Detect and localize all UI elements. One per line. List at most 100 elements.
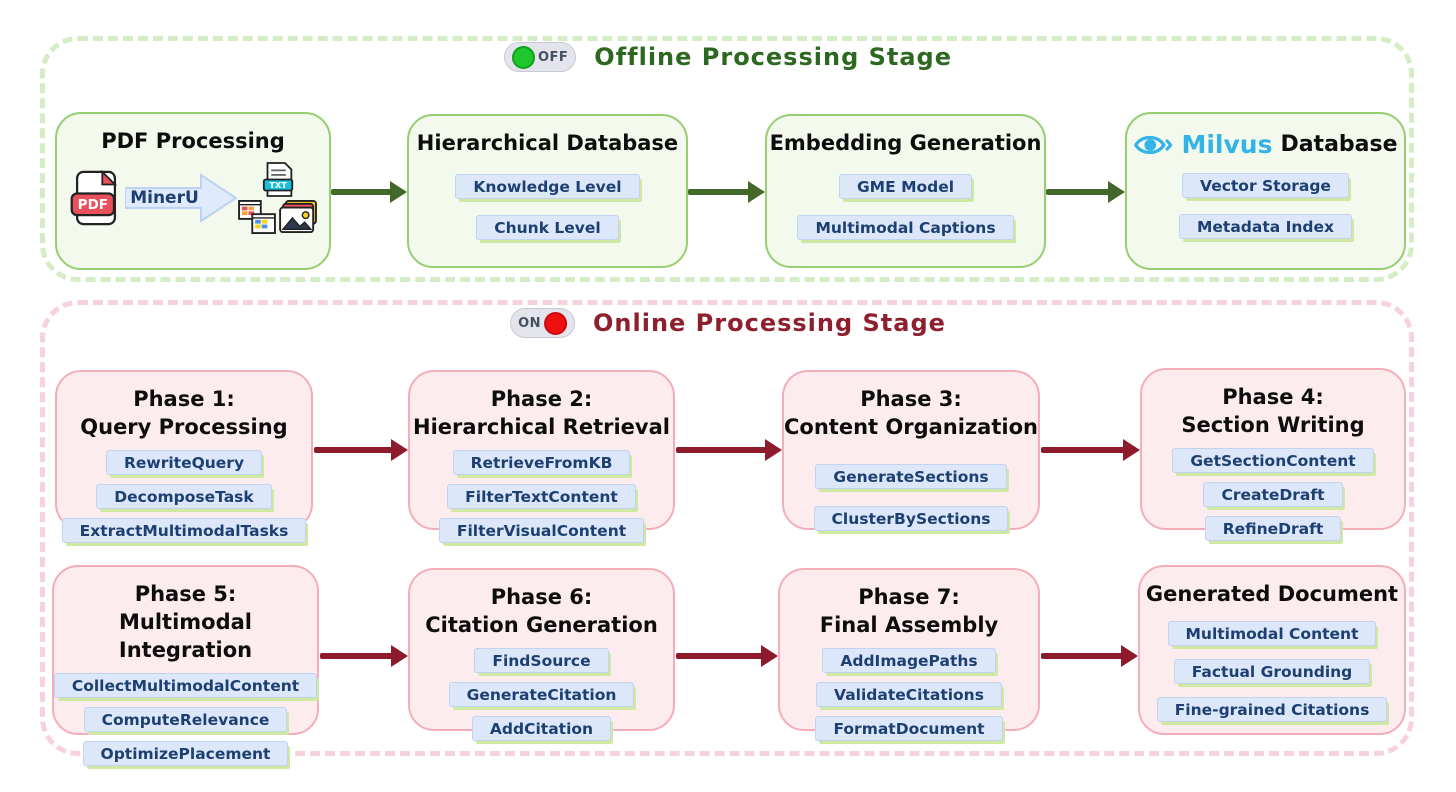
- flow-arrow-offline-1: [331, 181, 407, 203]
- optimize-placement-pill: OptimizePlacement: [82, 741, 289, 766]
- phase-6-box: Phase 6: Citation Generation FindSource …: [408, 568, 675, 741]
- online-stage-header: ON Online Processing Stage: [510, 308, 946, 338]
- phase-4-subtitle: Section Writing: [1181, 413, 1365, 437]
- chunk-level-pill: Chunk Level: [476, 215, 619, 240]
- hierarchical-database-title: Hierarchical Database: [416, 131, 679, 155]
- phase-4-box: Phase 4: Section Writing GetSectionConte…: [1140, 368, 1406, 541]
- online-stage-title: Online Processing Stage: [593, 309, 946, 337]
- compute-relevance-pill: ComputeRelevance: [83, 707, 288, 732]
- generated-document-title: Generated Document: [1145, 582, 1399, 606]
- multimodal-content-pill: Multimodal Content: [1167, 621, 1377, 646]
- generated-document-box: Generated Document Multimodal Content Fa…: [1138, 565, 1406, 735]
- flow-arrow-offline-3: [1046, 181, 1125, 203]
- phase-5-label: Phase 5:: [134, 582, 237, 606]
- retrieve-from-kb-pill: RetrieveFromKB: [452, 450, 631, 475]
- decompose-task-pill: DecomposeTask: [96, 484, 272, 509]
- flow-arrow-online-5: [676, 645, 778, 667]
- offline-stage-frame: [40, 36, 1414, 282]
- factual-grounding-pill: Factual Grounding: [1173, 659, 1371, 684]
- collect-multimodal-content-pill: CollectMultimodalContent: [53, 673, 318, 698]
- embedding-generation-title: Embedding Generation: [769, 131, 1042, 155]
- phase-1-label: Phase 1:: [133, 387, 235, 411]
- phase-7-subtitle: Final Assembly: [819, 613, 999, 637]
- phase-4-items: GetSectionContent CreateDraft RefineDraf…: [1142, 448, 1404, 541]
- toggle-off-knob-icon: [511, 45, 535, 69]
- embedding-generation-items: GME Model Multimodal Captions: [767, 174, 1044, 240]
- find-source-pill: FindSource: [474, 648, 609, 673]
- filter-visual-content-pill: FilterVisualContent: [438, 518, 645, 543]
- milvus-brand-label: Milvus: [1181, 130, 1273, 159]
- mineru-arrow-shape-icon: [123, 172, 238, 223]
- phase-6-items: FindSource GenerateCitation AddCitation: [410, 648, 673, 741]
- phase-6-subtitle: Citation Generation: [425, 613, 658, 637]
- milvus-logo-icon: [1134, 135, 1173, 154]
- flow-arrow-online-4: [320, 645, 408, 667]
- txt-file-icon: TXT: [262, 162, 294, 197]
- rewrite-query-pill: RewriteQuery: [105, 450, 263, 475]
- offline-toggle-label: OFF: [537, 49, 569, 65]
- mineru-label: MinerU: [130, 187, 199, 208]
- generate-citation-pill: GenerateCitation: [448, 682, 635, 707]
- phase-5-items: CollectMultimodalContent ComputeRelevanc…: [53, 673, 318, 766]
- extract-multimodal-tasks-pill: ExtractMultimodalTasks: [61, 518, 307, 543]
- phase-6-label: Phase 6:: [490, 585, 593, 609]
- phase-7-label: Phase 7:: [858, 585, 960, 609]
- multimodal-captions-pill: Multimodal Captions: [797, 215, 1014, 240]
- online-toggle: ON: [510, 308, 576, 338]
- hierarchical-database-box: Hierarchical Database Knowledge Level Ch…: [407, 114, 688, 268]
- pdf-processing-content: PDF MinerU TXT: [57, 155, 329, 234]
- phase-3-label: Phase 3:: [860, 387, 962, 411]
- online-toggle-label: ON: [518, 315, 542, 331]
- knowledge-level-pill: Knowledge Level: [455, 174, 640, 199]
- offline-stage-header: OFF Offline Processing Stage: [503, 42, 952, 72]
- embedding-generation-box: Embedding Generation GME Model Multimoda…: [765, 114, 1046, 268]
- generate-sections-pill: GenerateSections: [815, 464, 1007, 489]
- phase-2-items: RetrieveFromKB FilterTextContent FilterV…: [410, 450, 673, 543]
- hierarchical-database-items: Knowledge Level Chunk Level: [409, 174, 686, 240]
- flow-arrow-online-2: [676, 439, 782, 461]
- phase-5-subtitle: Multimodal Integration: [118, 610, 253, 662]
- phase-5-box: Phase 5: Multimodal Integration CollectM…: [52, 565, 319, 766]
- milvus-database-items: Vector Storage Metadata Index: [1127, 173, 1404, 239]
- milvus-database-title: Milvus Database: [1127, 130, 1404, 159]
- phase-1-items: RewriteQuery DecomposeTask ExtractMultim…: [57, 450, 311, 543]
- gme-model-pill: GME Model: [838, 174, 973, 199]
- milvus-database-box: Milvus Database Vector Storage Metadata …: [1125, 112, 1406, 270]
- get-section-content-pill: GetSectionContent: [1172, 448, 1374, 473]
- pdf-outputs-cluster: TXT: [238, 161, 319, 234]
- phase-2-subtitle: Hierarchical Retrieval: [413, 415, 670, 439]
- validate-citations-pill: ValidateCitations: [816, 682, 1002, 707]
- phase-3-box: Phase 3: Content Organization GenerateSe…: [782, 370, 1040, 531]
- phase-3-subtitle: Content Organization: [784, 415, 1038, 439]
- add-citation-pill: AddCitation: [471, 716, 612, 741]
- flow-arrow-online-1: [314, 439, 408, 461]
- pdf-icon-label: PDF: [78, 197, 108, 213]
- online-stage-frame: [40, 300, 1414, 756]
- phase-1-subtitle: Query Processing: [80, 415, 288, 439]
- refine-draft-pill: RefineDraft: [1204, 516, 1342, 541]
- flow-arrow-online-6: [1041, 645, 1138, 667]
- phase-7-items: AddImagePaths ValidateCitations FormatDo…: [780, 648, 1038, 741]
- txt-icon-label: TXT: [269, 180, 287, 190]
- phase-7-box: Phase 7: Final Assembly AddImagePaths Va…: [778, 568, 1040, 741]
- phase-3-items: GenerateSections ClusterBySections: [784, 464, 1038, 531]
- fine-grained-citations-pill: Fine-grained Citations: [1156, 697, 1388, 722]
- flow-arrow-online-3: [1041, 439, 1140, 461]
- phase-4-label: Phase 4:: [1222, 385, 1324, 409]
- flow-arrow-offline-2: [688, 181, 765, 203]
- images-icon: [279, 200, 317, 234]
- phase-1-box: Phase 1: Query Processing RewriteQuery D…: [55, 370, 313, 543]
- milvus-database-label: Database: [1280, 132, 1398, 157]
- filter-text-content-pill: FilterTextContent: [447, 484, 636, 509]
- vector-storage-pill: Vector Storage: [1182, 173, 1349, 198]
- phase-2-box: Phase 2: Hierarchical Retrieval Retrieve…: [408, 370, 675, 543]
- offline-toggle: OFF: [503, 42, 577, 72]
- create-draft-pill: CreateDraft: [1203, 482, 1343, 507]
- cluster-by-sections-pill: ClusterBySections: [813, 506, 1009, 531]
- pdf-processing-box: PDF Processing PDF MinerU TXT: [55, 112, 331, 270]
- format-document-pill: FormatDocument: [815, 716, 1003, 741]
- phase-2-label: Phase 2:: [490, 387, 593, 411]
- add-image-paths-pill: AddImagePaths: [822, 648, 996, 673]
- mineru-arrow: MinerU: [123, 171, 238, 225]
- metadata-index-pill: Metadata Index: [1178, 214, 1353, 239]
